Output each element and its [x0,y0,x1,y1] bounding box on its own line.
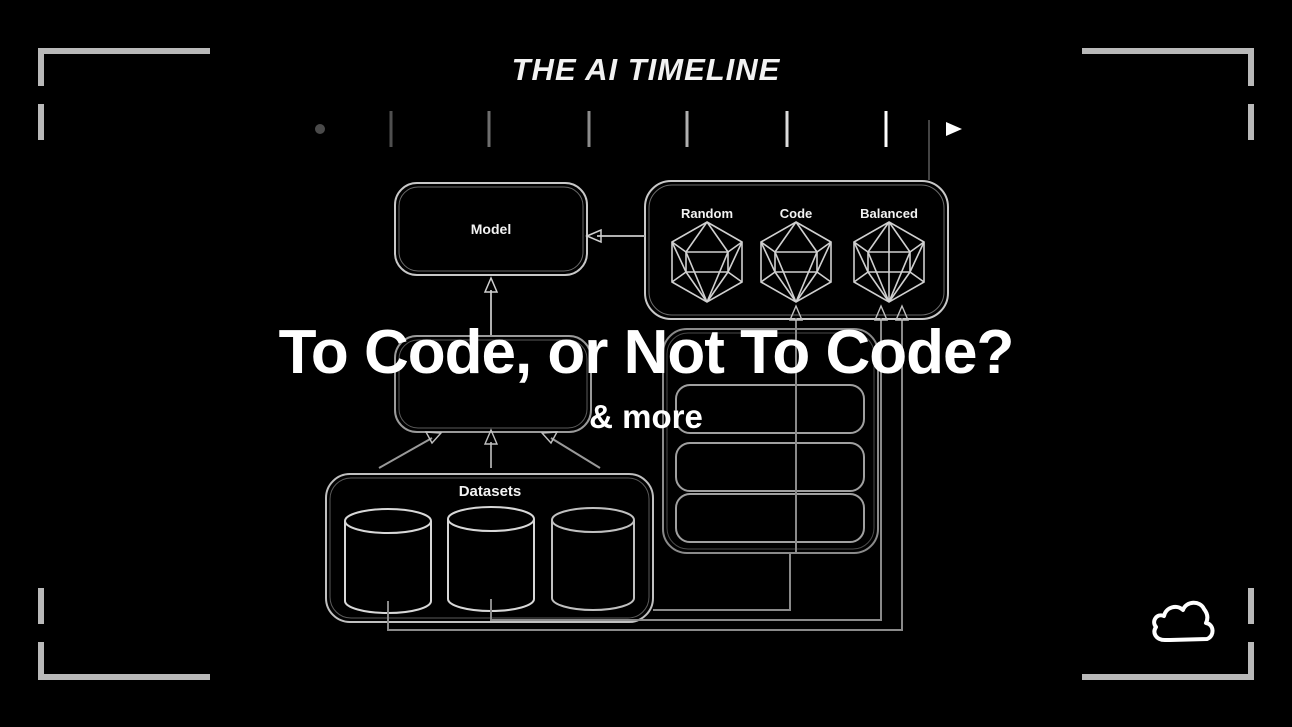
variant-label-code: Code [780,206,813,221]
stack-row-2 [675,442,865,492]
cloud-icon [1152,600,1215,642]
variants-box-inner [648,184,945,316]
middle-box-inner [398,339,588,429]
model-box-inner [398,186,584,272]
model-box-label: Model [471,221,511,237]
headline-block: To Code, or Not To Code? & more [0,322,1292,436]
wire-dataset2-to-variants [490,318,882,621]
icosahedron-icon-random [671,221,743,303]
datasets-box-label: Datasets [459,483,522,500]
page-title: THE AI TIMELINE [511,52,781,87]
timeline-arrow-head [946,122,962,136]
variant-label-balanced: Balanced [860,206,918,221]
headline-sub: & more [589,398,703,435]
wire-datasets-to-stack [653,553,791,611]
headline-main: To Code, or Not To Code? [278,318,1015,387]
stack-row-1 [675,384,865,434]
model-box [394,182,588,276]
stack-box-inner [666,332,875,550]
stack-box [662,328,879,554]
wire-dataset1-to-variants [387,318,903,631]
stack-row-3 [675,493,865,543]
database-cylinder-icon-3 [551,507,635,611]
icosahedron-icon-code [760,221,832,303]
datasets-box [325,473,654,623]
datasets-box-inner [329,477,650,619]
variant-label-random: Random [681,206,733,221]
icosahedron-icon-balanced [853,221,925,303]
middle-box [394,335,592,433]
